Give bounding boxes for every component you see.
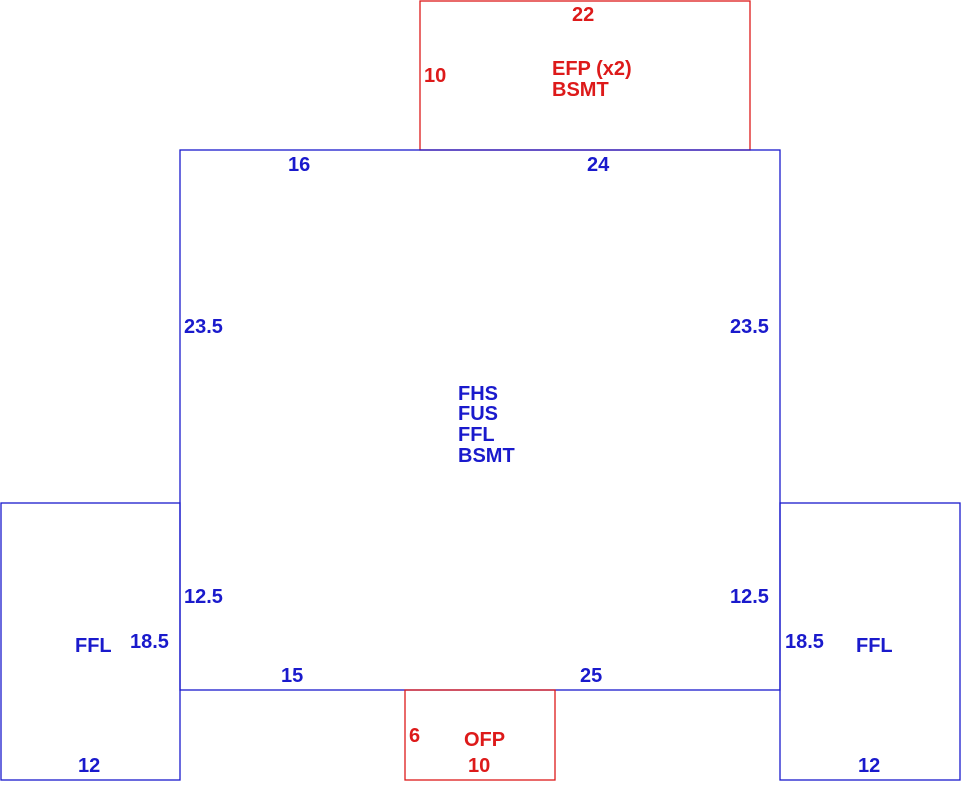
wing-left-dimension-bottom: 12	[78, 755, 100, 777]
porch-bottom-code: OFP	[464, 729, 505, 751]
porch-bottom-dimension-bottom: 10	[468, 755, 490, 777]
porch-bottom-outline	[404, 689, 556, 781]
porch-top-dimension-top: 22	[572, 4, 594, 26]
porch-top-code: EFP (x2)	[552, 58, 632, 80]
main-dimension-left-upper: 23.5	[184, 316, 223, 338]
wing-left-outline	[0, 502, 181, 781]
main-dimension-top-right: 24	[587, 154, 610, 176]
wing-left-code: FFL	[75, 635, 112, 657]
wing-right-dimension-side: 18.5	[785, 631, 824, 653]
main-dimension-right-upper: 23.5	[730, 316, 769, 338]
main-dimension-bottom-right: 25	[580, 665, 602, 687]
porch-top-dimension-side: 10	[424, 65, 446, 87]
main-code: FUS	[458, 403, 498, 425]
wing-left-dimension-side: 18.5	[130, 631, 169, 653]
porch-top-code: BSMT	[552, 79, 609, 101]
wing-right-dimension-bottom: 12	[858, 755, 880, 777]
main-dimension-bottom-left: 15	[281, 665, 303, 687]
main-dimension-top-left: 16	[288, 154, 310, 176]
main-code: FFL	[458, 424, 495, 446]
wing-right-outline	[779, 502, 961, 781]
porch-bottom-dimension-side: 6	[409, 725, 420, 747]
main-dimension-left-lower: 12.5	[184, 586, 223, 608]
main-code: FHS	[458, 383, 498, 405]
wing-right-code: FFL	[856, 635, 893, 657]
main-code: BSMT	[458, 445, 515, 467]
main-dimension-right-lower: 12.5	[730, 586, 769, 608]
